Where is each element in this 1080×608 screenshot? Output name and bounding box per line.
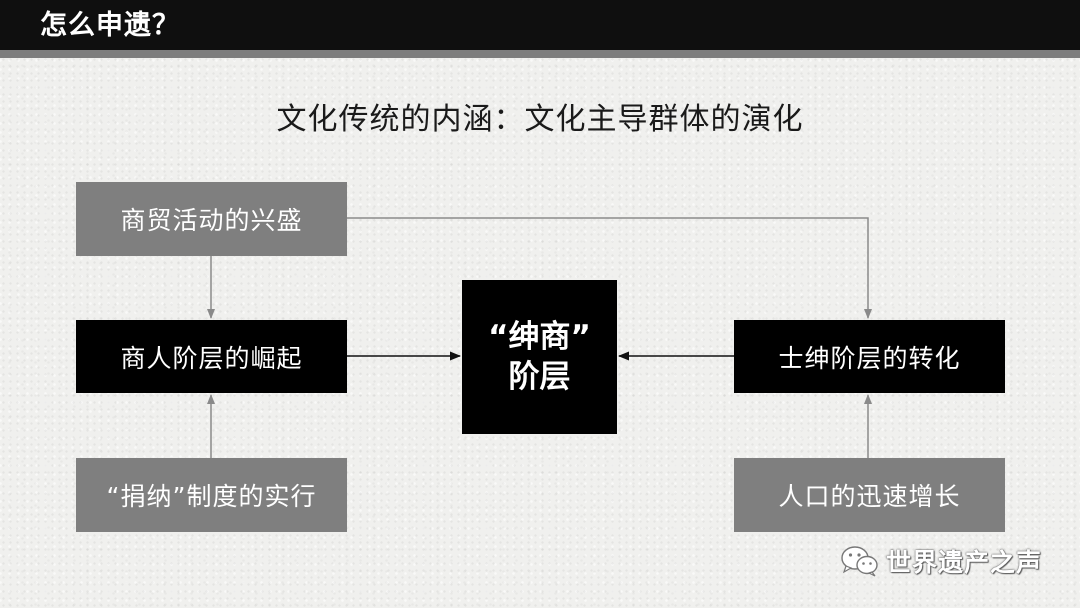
diagram-title: 文化传统的内涵：文化主导群体的演化 bbox=[276, 102, 804, 137]
node-gentry-transformation: 士绅阶层的转化 bbox=[734, 320, 1005, 393]
watermark: 世界遗产之声 bbox=[840, 541, 1042, 581]
node-trade-prosperity: 商贸活动的兴盛 bbox=[76, 182, 347, 256]
node-population-growth-label: 人口的迅速增长 bbox=[778, 482, 961, 511]
arrow-trade-to-gentry bbox=[347, 217, 872, 319]
node-population-growth: 人口的迅速增长 bbox=[734, 458, 1005, 532]
node-juanna-system-label: “捐纳”制度的实行 bbox=[106, 482, 317, 511]
node-trade-prosperity-label: 商贸活动的兴盛 bbox=[120, 206, 303, 235]
node-gentry-transformation-label: 士绅阶层的转化 bbox=[778, 343, 961, 373]
header-divider bbox=[0, 50, 1080, 58]
node-merchant-rise-label: 商人阶层的崛起 bbox=[120, 343, 303, 373]
center-node-gentry-merchant: “绅商” 阶层 bbox=[462, 280, 617, 434]
wechat-icon bbox=[841, 546, 878, 577]
header-bar: 怎么申遗？ bbox=[0, 0, 1080, 50]
node-juanna-system: “捐纳”制度的实行 bbox=[76, 458, 347, 532]
watermark-text: 世界遗产之声 bbox=[886, 548, 1043, 577]
node-merchant-rise: 商人阶层的崛起 bbox=[76, 320, 347, 393]
center-node-line2: 阶层 bbox=[508, 359, 571, 395]
page-title: 怎么申遗？ bbox=[40, 10, 180, 41]
center-node-line1: “绅商” bbox=[488, 319, 591, 355]
